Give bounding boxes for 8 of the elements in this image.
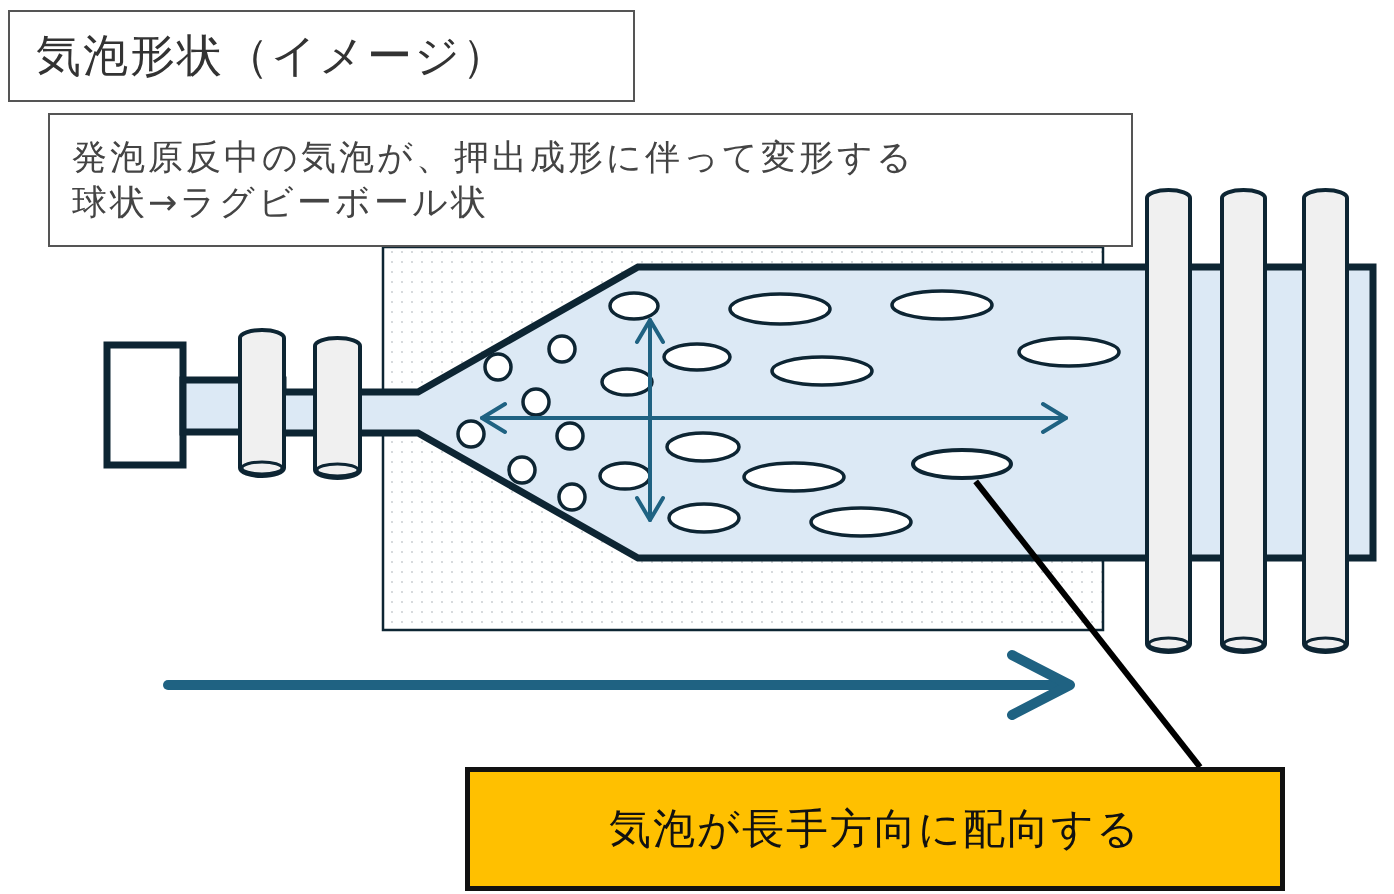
callout-text: 気泡が長手方向に配向する bbox=[609, 802, 1141, 855]
shape-change-text: 球状→ラグビーボール状 bbox=[72, 181, 490, 224]
callout-box bbox=[465, 767, 1285, 891]
description-text: 発泡原反中の気泡が、押出成形に伴って変形する bbox=[72, 135, 915, 179]
title-box bbox=[8, 10, 635, 102]
leader-line bbox=[973, 479, 1203, 769]
description-box bbox=[48, 113, 1133, 247]
title: 気泡形状（イメージ） bbox=[36, 27, 509, 84]
